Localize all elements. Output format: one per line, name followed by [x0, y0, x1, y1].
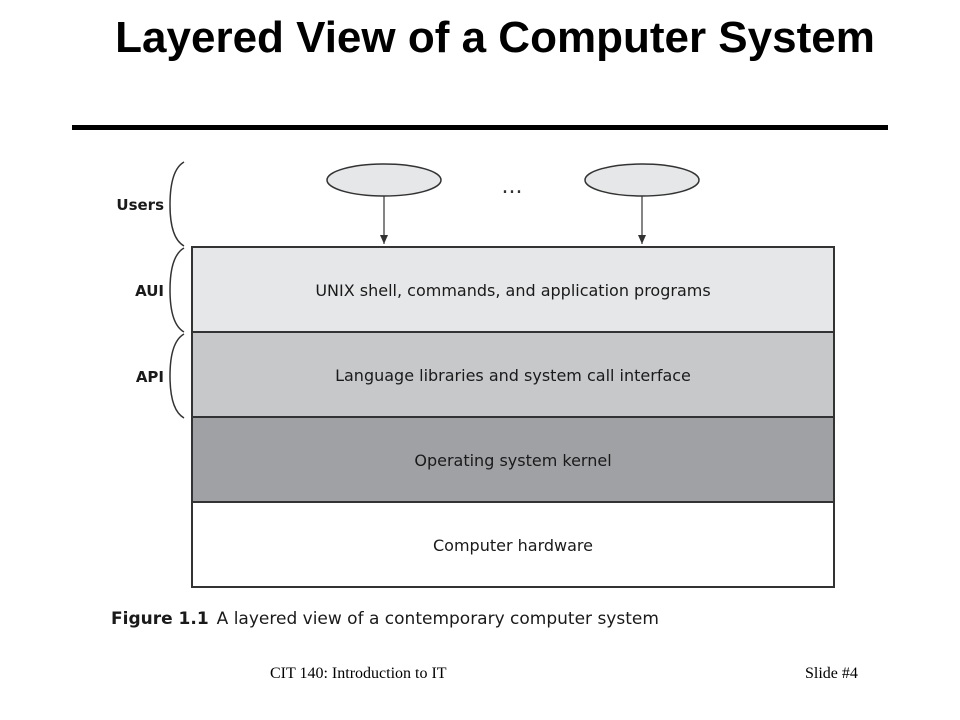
user-ellipse-2: [584, 163, 700, 197]
footer-course: CIT 140: Introduction to IT: [270, 665, 447, 682]
users-ellipsis: ...: [502, 174, 523, 199]
layer-kernel-rect: [191, 416, 835, 503]
side-label-users: Users: [116, 196, 164, 214]
side-label-api: API: [136, 368, 164, 386]
aui-brace: [169, 247, 185, 333]
slide-title: Layered View of a Computer System: [115, 13, 875, 62]
users-brace: [169, 161, 185, 247]
user-ellipse-1: [326, 163, 442, 197]
side-label-aui: AUI: [135, 282, 164, 300]
layer-libraries-rect: [191, 331, 835, 418]
layer-application-rect: [191, 246, 835, 333]
layer-kernel-label: Operating system kernel: [414, 451, 611, 470]
figure-caption-text: A layered view of a contemporary compute…: [216, 609, 659, 629]
figure-number: Figure 1.1: [111, 609, 209, 629]
layer-hardware-label: Computer hardware: [433, 536, 593, 555]
layer-hardware-rect: [191, 501, 835, 588]
layer-libraries-label: Language libraries and system call inter…: [335, 366, 691, 385]
footer-slide-number: Slide #4: [805, 665, 858, 682]
layer-stack: UNIX shell, commands, and application pr…: [191, 246, 835, 588]
layer-application-label: UNIX shell, commands, and application pr…: [315, 281, 710, 300]
title-underline: [72, 125, 888, 130]
figure-caption: Figure 1.1 A layered view of a contempora…: [111, 609, 659, 629]
api-brace: [169, 333, 185, 419]
